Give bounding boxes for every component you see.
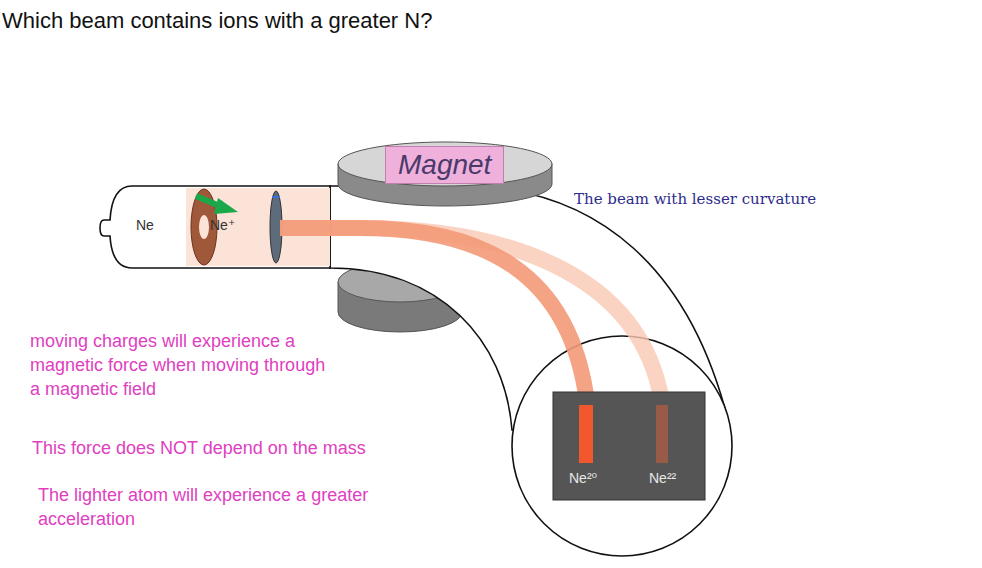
ion-direction-arrow (196, 196, 238, 214)
gas-label: Ne (136, 217, 154, 233)
isotope-label: Ne²⁰ (569, 470, 597, 486)
magnet-label: Magnet (385, 146, 504, 184)
note-text: moving charges will experience a magneti… (30, 330, 340, 402)
note-text: This force does NOT depend on the mass (32, 437, 366, 461)
note-text: The lighter atom will experience a great… (38, 484, 438, 532)
handwritten-note: The beam with lesser curvature (574, 190, 816, 210)
ion-source-tube: Ne Ne⁺ (100, 186, 330, 268)
detector-chamber (512, 336, 732, 556)
magnet-text: Magnet (386, 147, 503, 183)
title: Which beam contains ions with a greater … (2, 8, 432, 34)
detector-plate (553, 392, 705, 500)
ion-beams (280, 228, 662, 402)
ion-label: Ne⁺ (210, 217, 235, 233)
isotope-label: Ne²² (649, 470, 676, 486)
detector-box: Ne²⁰ Ne²² (553, 392, 705, 500)
upper-magnet (338, 142, 552, 206)
